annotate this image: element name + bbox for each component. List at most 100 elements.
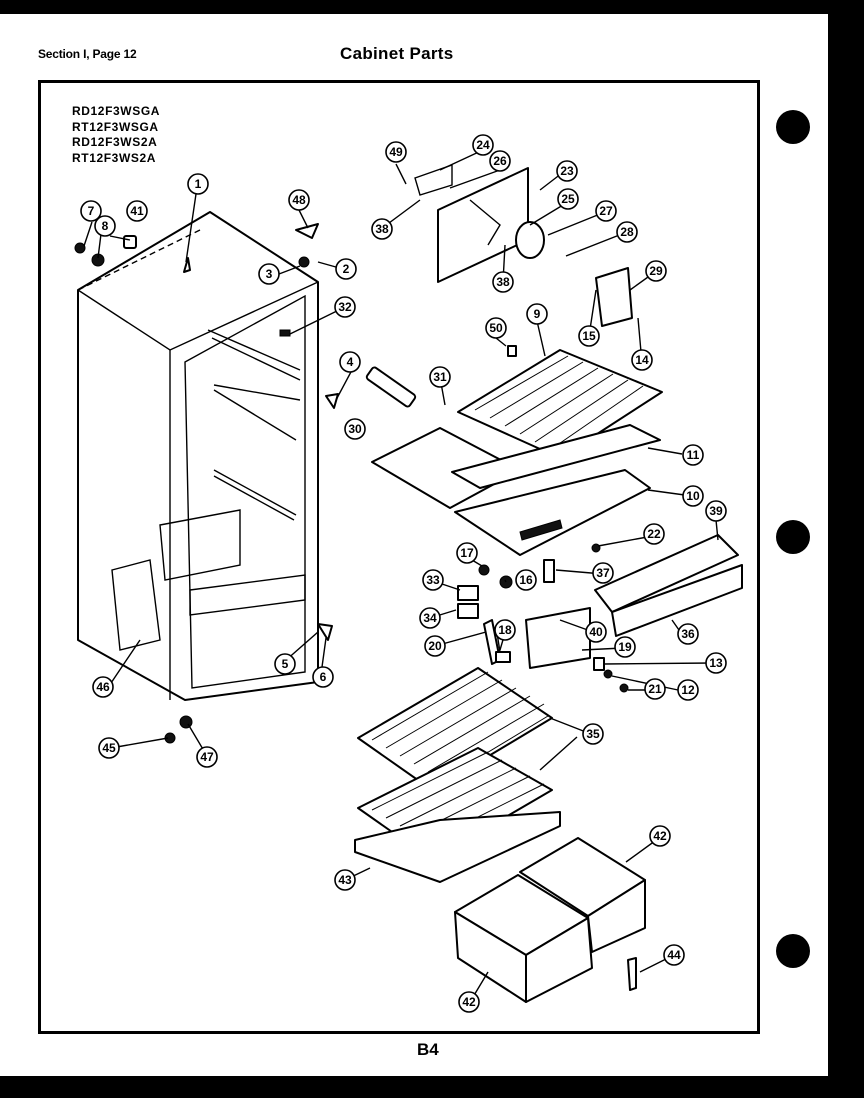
svg-text:9: 9 bbox=[534, 307, 541, 321]
svg-text:21: 21 bbox=[648, 682, 662, 696]
svg-text:30: 30 bbox=[348, 422, 362, 436]
svg-text:46: 46 bbox=[96, 680, 110, 694]
svg-text:48: 48 bbox=[292, 193, 306, 207]
callout-45: 45 bbox=[98, 737, 120, 759]
svg-text:11: 11 bbox=[687, 448, 700, 462]
callout-4: 4 bbox=[339, 351, 361, 373]
callout-20: 20 bbox=[424, 635, 446, 657]
callout-30: 30 bbox=[344, 418, 366, 440]
diagram-frame bbox=[38, 80, 760, 1034]
callout-6: 6 bbox=[312, 666, 334, 688]
callout-43: 43 bbox=[334, 869, 356, 891]
svg-text:43: 43 bbox=[338, 873, 352, 887]
callout-19: 19 bbox=[614, 636, 636, 658]
svg-text:24: 24 bbox=[476, 138, 490, 152]
svg-text:22: 22 bbox=[647, 527, 661, 541]
svg-text:31: 31 bbox=[433, 370, 447, 384]
callouts: 1 2 3 4 5 6 7 8 9 10 11 12 13 14 15 16 1… bbox=[80, 134, 727, 1013]
page-title: Cabinet Parts bbox=[340, 44, 454, 63]
callout-26: 26 bbox=[489, 150, 511, 172]
cabinet-shell bbox=[77, 211, 319, 701]
model-list: RD12F3WSGA RT12F3WSGA RD12F3WS2A RT12F3W… bbox=[72, 104, 160, 166]
callout-38: 38 bbox=[371, 218, 393, 240]
svg-text:26: 26 bbox=[493, 154, 507, 168]
svg-text:39: 39 bbox=[709, 504, 723, 518]
svg-text:15: 15 bbox=[582, 329, 596, 343]
svg-text:4: 4 bbox=[347, 355, 354, 369]
svg-text:16: 16 bbox=[519, 573, 533, 587]
scan-border-top bbox=[0, 0, 864, 14]
callout-17: 17 bbox=[456, 542, 478, 564]
callout-18: 18 bbox=[494, 619, 516, 641]
callout-21: 21 bbox=[644, 678, 666, 700]
refrigerator-shelves bbox=[354, 667, 561, 883]
svg-text:45: 45 bbox=[102, 741, 116, 755]
svg-text:47: 47 bbox=[200, 750, 214, 764]
svg-text:41: 41 bbox=[130, 204, 144, 218]
model-number: RT12F3WSGA bbox=[72, 119, 159, 134]
svg-text:36: 36 bbox=[681, 627, 695, 641]
svg-text:18: 18 bbox=[498, 623, 512, 637]
callout-12: 12 bbox=[677, 679, 699, 701]
callout-40: 40 bbox=[585, 621, 607, 643]
model-number: RT12F3WS2A bbox=[72, 150, 157, 165]
svg-text:17: 17 bbox=[460, 546, 474, 560]
svg-text:14: 14 bbox=[635, 353, 649, 367]
freezer-shelf-assembly bbox=[365, 349, 743, 669]
callout-8: 8 bbox=[94, 215, 116, 237]
svg-text:49: 49 bbox=[389, 145, 403, 159]
callout-15: 15 bbox=[578, 325, 600, 347]
callout-22: 22 bbox=[643, 523, 665, 545]
callout-28: 28 bbox=[616, 221, 638, 243]
binder-hole bbox=[776, 520, 810, 554]
model-number: RD12F3WS2A bbox=[72, 135, 158, 149]
callout-41: 41 bbox=[126, 200, 148, 222]
svg-text:25: 25 bbox=[561, 192, 575, 206]
callout-38: 38 bbox=[492, 271, 514, 293]
callout-48: 48 bbox=[288, 189, 310, 211]
callout-33: 33 bbox=[422, 569, 444, 591]
svg-text:3: 3 bbox=[266, 267, 273, 281]
model-number: RD12F3WSGA bbox=[72, 104, 161, 118]
binder-hole bbox=[776, 934, 810, 968]
svg-text:40: 40 bbox=[589, 625, 603, 639]
callout-42: 42 bbox=[649, 825, 671, 847]
svg-text:35: 35 bbox=[586, 727, 600, 741]
callout-24: 24 bbox=[472, 134, 494, 156]
callout-9: 9 bbox=[526, 303, 548, 325]
evaporator-cover bbox=[414, 164, 633, 327]
callout-35: 35 bbox=[582, 723, 604, 745]
scan-border-right bbox=[828, 0, 864, 1098]
svg-text:42: 42 bbox=[653, 829, 667, 843]
svg-text:12: 12 bbox=[681, 683, 695, 697]
callout-34: 34 bbox=[419, 607, 441, 629]
svg-text:13: 13 bbox=[709, 656, 723, 670]
callout-42: 42 bbox=[458, 991, 480, 1013]
callout-1: 1 bbox=[187, 173, 209, 195]
callout-36: 36 bbox=[677, 623, 699, 645]
callout-10: 10 bbox=[682, 485, 704, 507]
svg-text:42: 42 bbox=[462, 995, 476, 1009]
svg-text:8: 8 bbox=[102, 219, 109, 233]
callout-39: 39 bbox=[705, 500, 727, 522]
callout-3: 3 bbox=[258, 263, 280, 285]
callout-47: 47 bbox=[196, 746, 218, 768]
svg-text:19: 19 bbox=[618, 640, 632, 654]
svg-text:27: 27 bbox=[599, 204, 613, 218]
svg-text:37: 37 bbox=[596, 566, 610, 580]
svg-text:50: 50 bbox=[489, 321, 503, 335]
crisper-pans bbox=[454, 837, 646, 1003]
svg-text:20: 20 bbox=[428, 639, 442, 653]
binder-hole bbox=[776, 110, 810, 144]
scan-border-bottom bbox=[0, 1076, 864, 1098]
callout-14: 14 bbox=[631, 349, 653, 371]
svg-text:38: 38 bbox=[375, 222, 389, 236]
callout-29: 29 bbox=[645, 260, 667, 282]
page-number: B4 bbox=[417, 1040, 439, 1059]
small-parts bbox=[74, 223, 629, 744]
svg-text:28: 28 bbox=[620, 225, 634, 239]
svg-text:7: 7 bbox=[88, 204, 95, 218]
callout-5: 5 bbox=[274, 653, 296, 675]
callout-27: 27 bbox=[595, 200, 617, 222]
